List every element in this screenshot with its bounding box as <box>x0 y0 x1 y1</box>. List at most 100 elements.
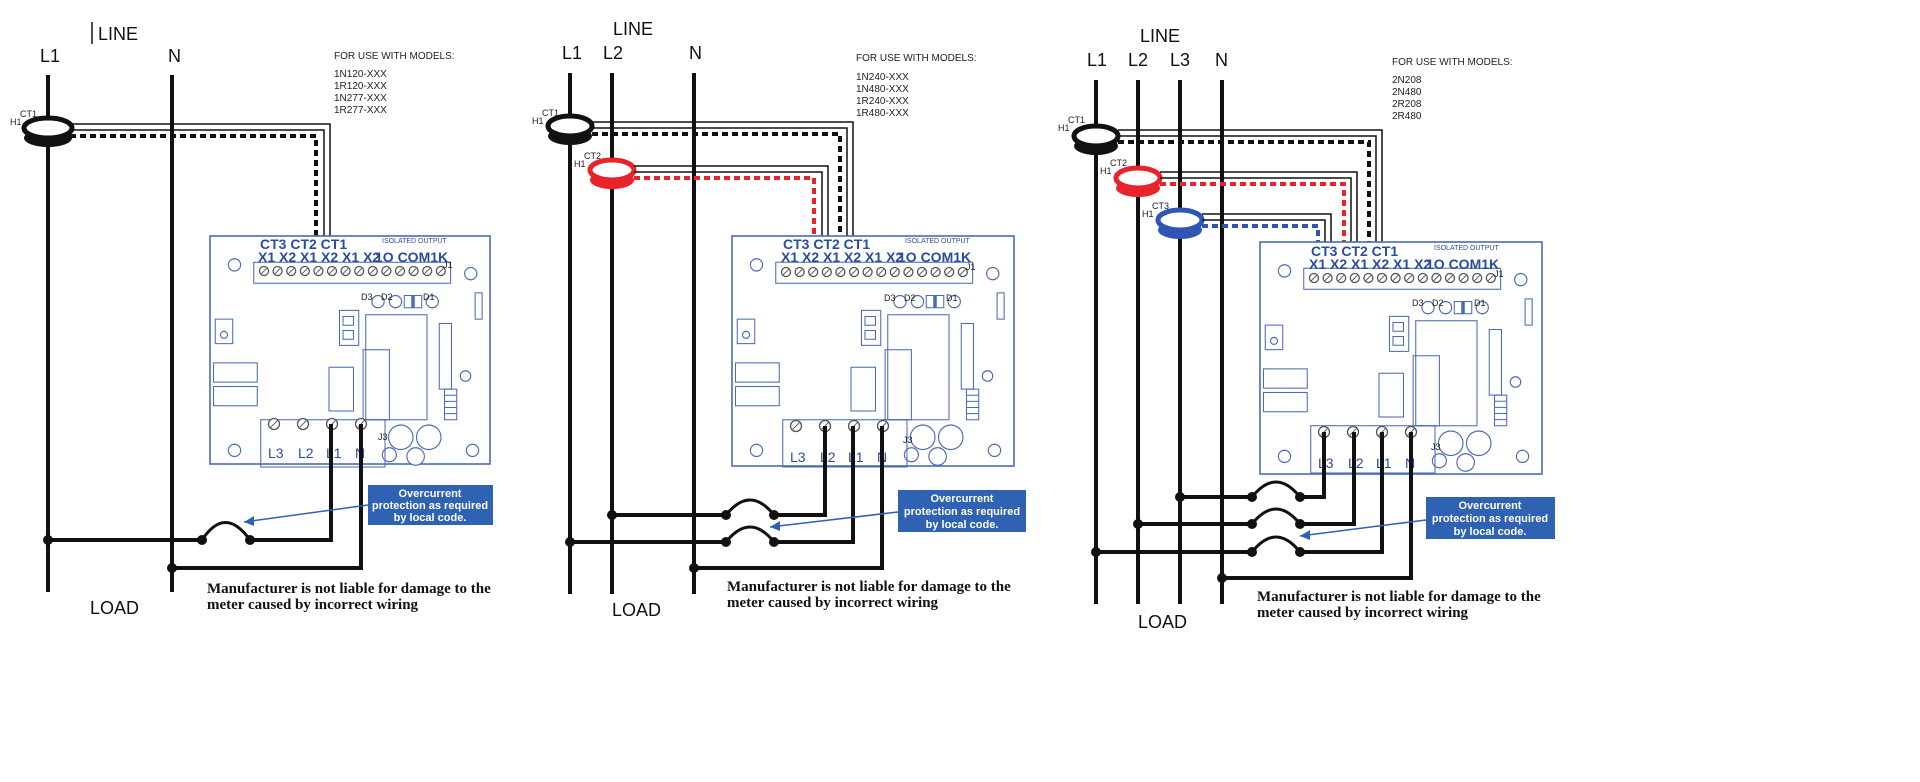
terminal-screw-slot <box>1460 274 1467 282</box>
terminal-screw-slot <box>1338 274 1345 282</box>
svg-text:J1: J1 <box>1494 269 1504 279</box>
terminal-screw-slot <box>810 268 817 276</box>
terminal-screw-slot <box>396 267 404 275</box>
terminal-screw-slot <box>823 268 830 276</box>
terminal-screw-slot <box>288 267 295 275</box>
svg-text:by local code.: by local code. <box>1454 526 1527 538</box>
svg-text:LOAD: LOAD <box>1138 612 1187 632</box>
panel-two-phase: LINE L1 L2 N FOR USE WITH MODELS: 1N240-… <box>532 19 1026 620</box>
terminal-screw-slot <box>383 267 390 275</box>
terminal-screw-slot <box>342 267 349 275</box>
line-label: LINE <box>98 24 138 44</box>
svg-text:H1: H1 <box>532 116 544 126</box>
svg-text:protection as required: protection as required <box>1432 513 1548 525</box>
model-item: 1N277-XXX <box>334 93 387 104</box>
models-header: FOR USE WITH MODELS: <box>334 51 455 62</box>
terminal-screw-slot <box>1433 274 1440 282</box>
terminal-screw-slot <box>878 268 885 276</box>
svg-text:1R240-XXX: 1R240-XXX <box>856 96 909 107</box>
terminal-screw-slot <box>792 422 800 430</box>
phase-label-n: N <box>168 46 181 66</box>
terminal-screw-slot <box>260 267 268 275</box>
svg-text:L2: L2 <box>603 43 623 63</box>
svg-text:H1: H1 <box>574 159 586 169</box>
svg-text:L3: L3 <box>1170 50 1190 70</box>
svg-text:D2: D2 <box>381 292 393 302</box>
terminal-screw-slot <box>850 268 858 276</box>
svg-text:2R208: 2R208 <box>1392 99 1422 110</box>
terminal-screw-slot <box>946 268 953 276</box>
svg-text:2R480: 2R480 <box>1392 111 1422 122</box>
svg-text:D1: D1 <box>1474 298 1486 308</box>
svg-text:J1: J1 <box>443 260 453 270</box>
svg-text:FOR USE WITH MODELS:: FOR USE WITH MODELS: <box>1392 57 1513 68</box>
svg-text:D1: D1 <box>423 292 435 302</box>
svg-text:meter caused by incorrect wiri: meter caused by incorrect wiring <box>1257 605 1469 621</box>
terminal-screw-slot <box>864 268 871 276</box>
svg-text:CT1: CT1 <box>20 109 37 119</box>
terminal-screw-slot <box>782 268 790 276</box>
svg-text:L1: L1 <box>326 445 342 461</box>
svg-text:protection as required: protection as required <box>372 500 488 512</box>
svg-text:L1: L1 <box>1087 50 1107 70</box>
svg-text:Overcurrent: Overcurrent <box>1459 500 1522 512</box>
terminal-screw-slot <box>918 268 926 276</box>
svg-text:2N480: 2N480 <box>1392 87 1422 98</box>
terminal-screw-slot <box>1378 274 1386 282</box>
terminal-screw-slot <box>1406 274 1413 282</box>
svg-text:ISOLATED OUTPUT: ISOLATED OUTPUT <box>905 238 971 245</box>
svg-text:2N208: 2N208 <box>1392 75 1422 86</box>
svg-text:1O COM1K: 1O COM1K <box>1426 256 1499 272</box>
svg-text:X1 X2 X1 X2 X1 X2: X1 X2 X1 X2 X1 X2 <box>258 249 380 265</box>
svg-text:X1 X2 X1 X2 X1 X2: X1 X2 X1 X2 X1 X2 <box>1309 256 1431 272</box>
terminal-screw-slot <box>301 267 308 275</box>
terminal-screw-slot <box>1392 274 1399 282</box>
svg-text:by local code.: by local code. <box>394 512 467 524</box>
svg-text:N: N <box>1215 50 1228 70</box>
terminal-screw-slot <box>369 267 376 275</box>
model-item: 1R120-XXX <box>334 81 387 92</box>
svg-text:H1: H1 <box>1100 166 1112 176</box>
terminal-screw-slot <box>891 268 898 276</box>
svg-text:by local code.: by local code. <box>926 519 999 531</box>
svg-text:L3: L3 <box>268 445 284 461</box>
phase-label-l1: L1 <box>40 46 60 66</box>
terminal-screw-slot <box>796 268 803 276</box>
terminal-screw-slot <box>837 268 844 276</box>
terminal-screw-slot <box>905 268 912 276</box>
svg-text:CT2: CT2 <box>1110 158 1127 168</box>
svg-text:L1: L1 <box>848 449 864 465</box>
line-label: LINE <box>613 19 653 39</box>
svg-text:CT2: CT2 <box>584 151 601 161</box>
terminal-screw-slot <box>1310 274 1318 282</box>
svg-text:Manufacturer is not liable for: Manufacturer is not liable for damage to… <box>727 579 1011 595</box>
terminal-screw-slot <box>270 420 278 428</box>
svg-text:D3: D3 <box>1412 298 1424 308</box>
svg-text:D3: D3 <box>361 292 373 302</box>
svg-text:FOR USE WITH MODELS:: FOR USE WITH MODELS: <box>856 53 977 64</box>
callout-text: Overcurrent <box>399 488 462 500</box>
svg-text:L2: L2 <box>1128 50 1148 70</box>
terminal-screw-slot <box>1365 274 1372 282</box>
svg-text:CT3 CT2 CT1: CT3 CT2 CT1 <box>1311 243 1398 259</box>
svg-text:J3: J3 <box>378 432 388 442</box>
model-item: 1N120-XXX <box>334 69 387 80</box>
svg-text:D2: D2 <box>1432 298 1444 308</box>
terminal-screw-slot <box>932 268 939 276</box>
terminal-screw-slot <box>1446 274 1454 282</box>
svg-text:CT1: CT1 <box>1068 115 1085 125</box>
terminal-screw-slot <box>1324 274 1331 282</box>
svg-text:1O COM1K: 1O COM1K <box>898 249 971 265</box>
terminal-screw-slot <box>437 267 444 275</box>
svg-text:CT3 CT2 CT1: CT3 CT2 CT1 <box>260 236 347 252</box>
svg-text:J3: J3 <box>903 435 913 445</box>
svg-text:meter caused by incorrect wiri: meter caused by incorrect wiring <box>727 595 939 611</box>
svg-text:H1: H1 <box>1142 209 1154 219</box>
svg-text:1O COM1K: 1O COM1K <box>375 249 448 265</box>
model-item: 1R277-XXX <box>334 105 387 116</box>
panel-single-phase: LINE L1 N FOR USE WITH MODELS: 1N120-XXX… <box>10 22 493 618</box>
svg-text:L2: L2 <box>820 449 836 465</box>
terminal-screw-slot <box>1351 274 1358 282</box>
ct3-sensor: CT3 H1 <box>1142 201 1205 239</box>
